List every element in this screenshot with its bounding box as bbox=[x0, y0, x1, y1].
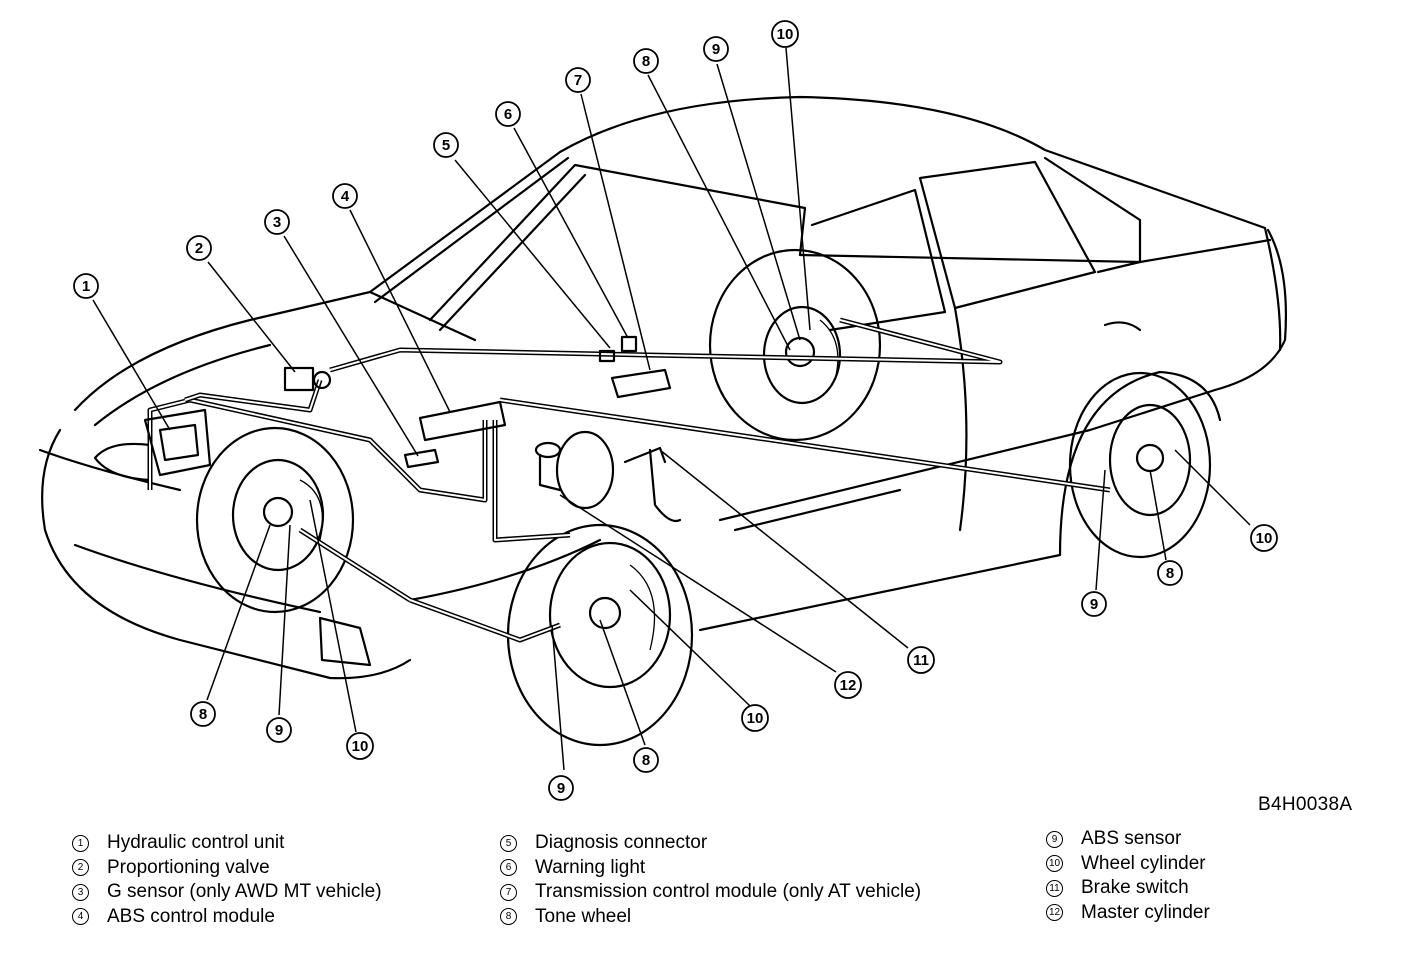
legend-item: 10 Wheel cylinder bbox=[1046, 852, 1210, 877]
svg-text:8: 8 bbox=[642, 53, 650, 70]
callout-4: 4 bbox=[332, 183, 358, 209]
legend-column-2: 5 Diagnosis connector 6 Warning light 7 Tra… bbox=[500, 831, 921, 929]
callout-9: 9 bbox=[703, 36, 729, 62]
legend-item: 11 Brake switch bbox=[1046, 876, 1210, 901]
legend-number: 10 bbox=[1046, 855, 1063, 873]
svg-text:1: 1 bbox=[82, 278, 90, 295]
svg-text:11: 11 bbox=[913, 652, 929, 669]
svg-text:9: 9 bbox=[557, 780, 565, 797]
callout-3: 3 bbox=[264, 209, 290, 235]
legend-number: 4 bbox=[72, 908, 89, 926]
leader-lines bbox=[92, 47, 1251, 771]
callout-12: 12 bbox=[834, 671, 862, 699]
callout-10: 10 bbox=[1250, 524, 1278, 552]
legend-item: 1 Hydraulic control unit bbox=[72, 831, 382, 856]
legend-number: 9 bbox=[1046, 830, 1063, 848]
legend-label: Hydraulic control unit bbox=[107, 832, 285, 854]
svg-text:10: 10 bbox=[352, 738, 369, 755]
callout-8: 8 bbox=[1157, 560, 1183, 586]
svg-text:12: 12 bbox=[840, 677, 857, 694]
legend-label: Warning light bbox=[535, 856, 646, 878]
brake-switch bbox=[623, 446, 682, 523]
legend-item: 9 ABS sensor bbox=[1046, 827, 1210, 852]
callout-9: 9 bbox=[266, 717, 292, 743]
brake-lines bbox=[147, 317, 1111, 643]
abs-control-module bbox=[418, 400, 507, 442]
legend-number: 3 bbox=[72, 883, 89, 901]
callout-6: 6 bbox=[495, 101, 521, 127]
legend-item: 7 Transmission control module (only AT ve… bbox=[500, 880, 921, 905]
front-left-wheel bbox=[195, 426, 355, 614]
legend-column-1: 1 Hydraulic control unit 2 Proportioning v… bbox=[72, 831, 382, 929]
callout-10: 10 bbox=[771, 20, 799, 48]
legend-number: 8 bbox=[500, 908, 517, 926]
svg-text:4: 4 bbox=[341, 188, 350, 205]
legend-column-3: 9 ABS sensor 10 Wheel cylinder 11 Brake swi… bbox=[1046, 827, 1210, 925]
legend-label: Wheel cylinder bbox=[1081, 852, 1206, 874]
legend-label: ABS sensor bbox=[1081, 828, 1182, 850]
svg-text:6: 6 bbox=[504, 106, 512, 123]
warning-light bbox=[598, 349, 616, 363]
legend-item: 2 Proportioning valve bbox=[72, 856, 382, 881]
legend-item: 8 Tone wheel bbox=[500, 905, 921, 930]
svg-text:10: 10 bbox=[777, 26, 794, 43]
svg-text:10: 10 bbox=[1256, 530, 1273, 547]
callout-1: 1 bbox=[73, 273, 99, 299]
legend-number: 2 bbox=[72, 859, 89, 877]
legend-number: 5 bbox=[500, 834, 517, 852]
legend-item: 6 Warning light bbox=[500, 856, 921, 881]
svg-text:3: 3 bbox=[273, 214, 281, 231]
callout-2: 2 bbox=[186, 235, 212, 261]
callout-7: 7 bbox=[565, 67, 591, 93]
callout-10: 10 bbox=[741, 704, 769, 732]
callout-8: 8 bbox=[633, 747, 659, 773]
legend-item: 4 ABS control module bbox=[72, 905, 382, 930]
legend-label: Proportioning valve bbox=[107, 856, 270, 878]
callout-11: 11 bbox=[907, 646, 935, 674]
svg-text:9: 9 bbox=[1090, 596, 1098, 613]
svg-text:9: 9 bbox=[275, 722, 283, 739]
svg-text:8: 8 bbox=[199, 706, 207, 723]
legend-label: Tone wheel bbox=[535, 905, 632, 927]
callout-9: 9 bbox=[1081, 591, 1107, 617]
legend-label: Diagnosis connector bbox=[535, 832, 708, 854]
legend-item: 5 Diagnosis connector bbox=[500, 831, 921, 856]
rear-right-wheel bbox=[1068, 371, 1212, 559]
rear-left-wheel bbox=[708, 248, 882, 442]
callout-5: 5 bbox=[433, 132, 459, 158]
legend-item: 3 G sensor (only AWD MT vehicle) bbox=[72, 880, 382, 905]
figure-reference-code: B4H0038A bbox=[1258, 794, 1353, 815]
svg-text:2: 2 bbox=[195, 240, 203, 257]
callout-8: 8 bbox=[190, 701, 216, 727]
svg-text:7: 7 bbox=[574, 72, 582, 89]
callout-8: 8 bbox=[633, 48, 659, 74]
legend-number: 11 bbox=[1046, 879, 1063, 897]
svg-text:8: 8 bbox=[1166, 565, 1174, 582]
callout-10: 10 bbox=[346, 732, 374, 760]
legend-number: 12 bbox=[1046, 904, 1063, 922]
legend-item: 12 Master cylinder bbox=[1046, 901, 1210, 926]
callout-9: 9 bbox=[548, 775, 574, 801]
svg-text:8: 8 bbox=[642, 752, 650, 769]
legend-number: 7 bbox=[500, 883, 517, 901]
svg-text:9: 9 bbox=[712, 41, 720, 58]
proportioning-valve bbox=[283, 366, 332, 392]
transmission-control-module bbox=[610, 368, 672, 399]
svg-text:10: 10 bbox=[747, 710, 764, 727]
legend-label: Transmission control module (only AT veh… bbox=[535, 881, 922, 903]
master-cylinder bbox=[534, 430, 615, 510]
legend-label: ABS control module bbox=[107, 905, 275, 927]
diagnosis-connector bbox=[620, 335, 638, 353]
legend-number: 6 bbox=[500, 859, 517, 877]
legend-number: 1 bbox=[72, 834, 89, 852]
legend-label: Master cylinder bbox=[1081, 901, 1210, 923]
hydraulic-control-unit bbox=[143, 408, 212, 477]
legend-label: Brake switch bbox=[1081, 877, 1189, 899]
svg-text:5: 5 bbox=[442, 137, 450, 154]
g-sensor bbox=[403, 448, 440, 469]
legend-label: G sensor (only AWD MT vehicle) bbox=[107, 881, 382, 903]
